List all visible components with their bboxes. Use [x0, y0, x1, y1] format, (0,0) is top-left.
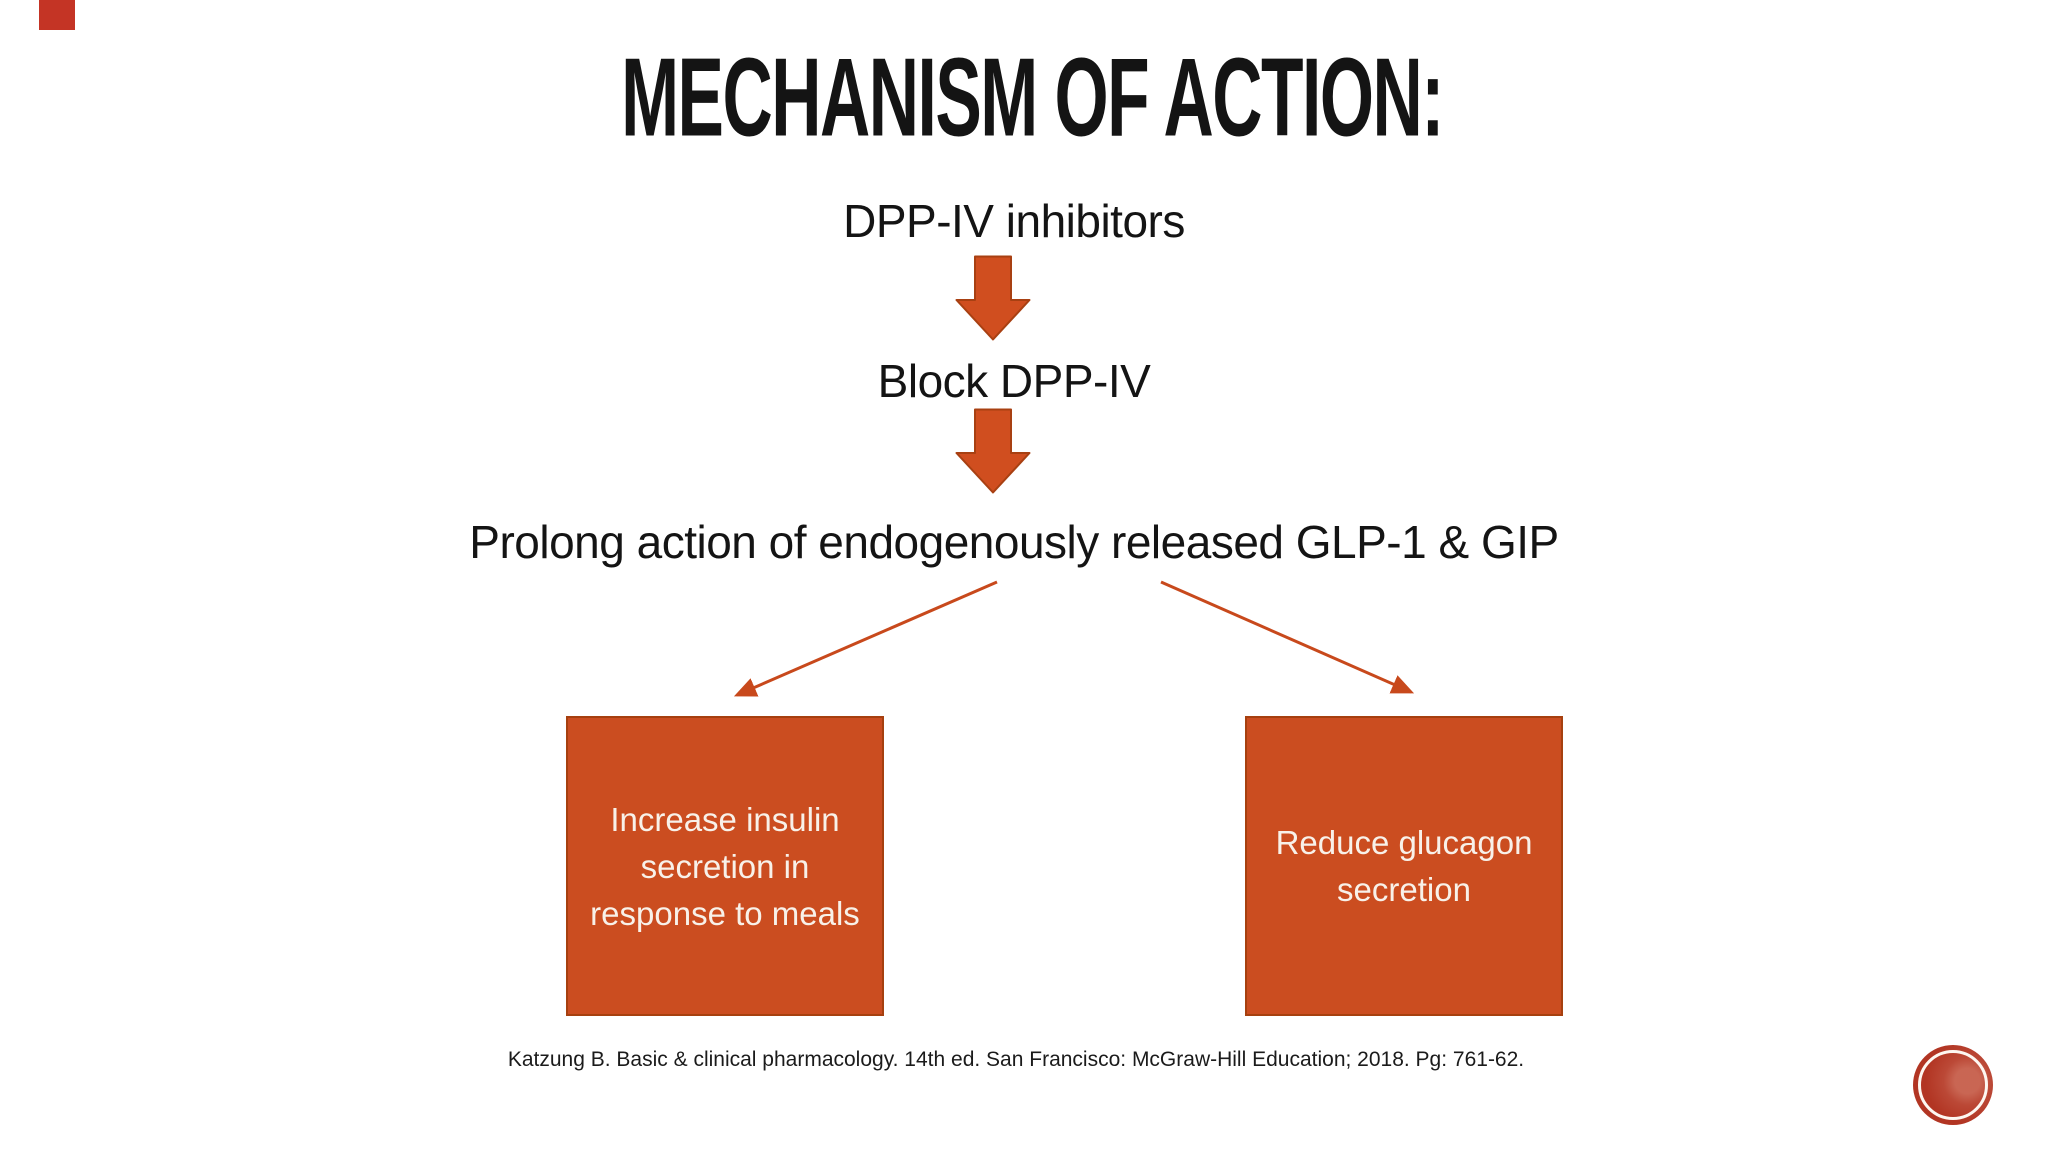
logo-inner-ring	[1918, 1050, 1988, 1120]
outcome-box-insulin: Increase insulin secretion in response t…	[566, 716, 884, 1016]
left-diagonal-arrow-icon	[733, 580, 998, 697]
outcome-box-insulin-label: Increase insulin secretion in response t…	[590, 800, 860, 932]
down-arrow-icon	[955, 408, 1031, 494]
corner-accent-rectangle	[39, 0, 75, 30]
flow-step-prolong-action: Prolong action of endogenously released …	[469, 516, 1559, 568]
red-circle-logo-icon	[1913, 1045, 1993, 1125]
citation-text: Katzung B. Basic & clinical pharmacology…	[507, 1048, 1525, 1071]
right-diagonal-arrow-icon	[1160, 580, 1415, 694]
outcome-box-glucagon: Reduce glucagon secretion	[1245, 716, 1563, 1016]
down-arrow-icon	[955, 255, 1031, 341]
outcome-box-glucagon-label: Reduce glucagon secretion	[1275, 824, 1533, 908]
flow-step-block-dpp-iv: Block DPP-IV	[877, 355, 1151, 407]
flow-step-dpp-iv-inhibitors: DPP-IV inhibitors	[843, 195, 1185, 247]
page-title: MECHANISM OF ACTION:	[621, 35, 1444, 160]
